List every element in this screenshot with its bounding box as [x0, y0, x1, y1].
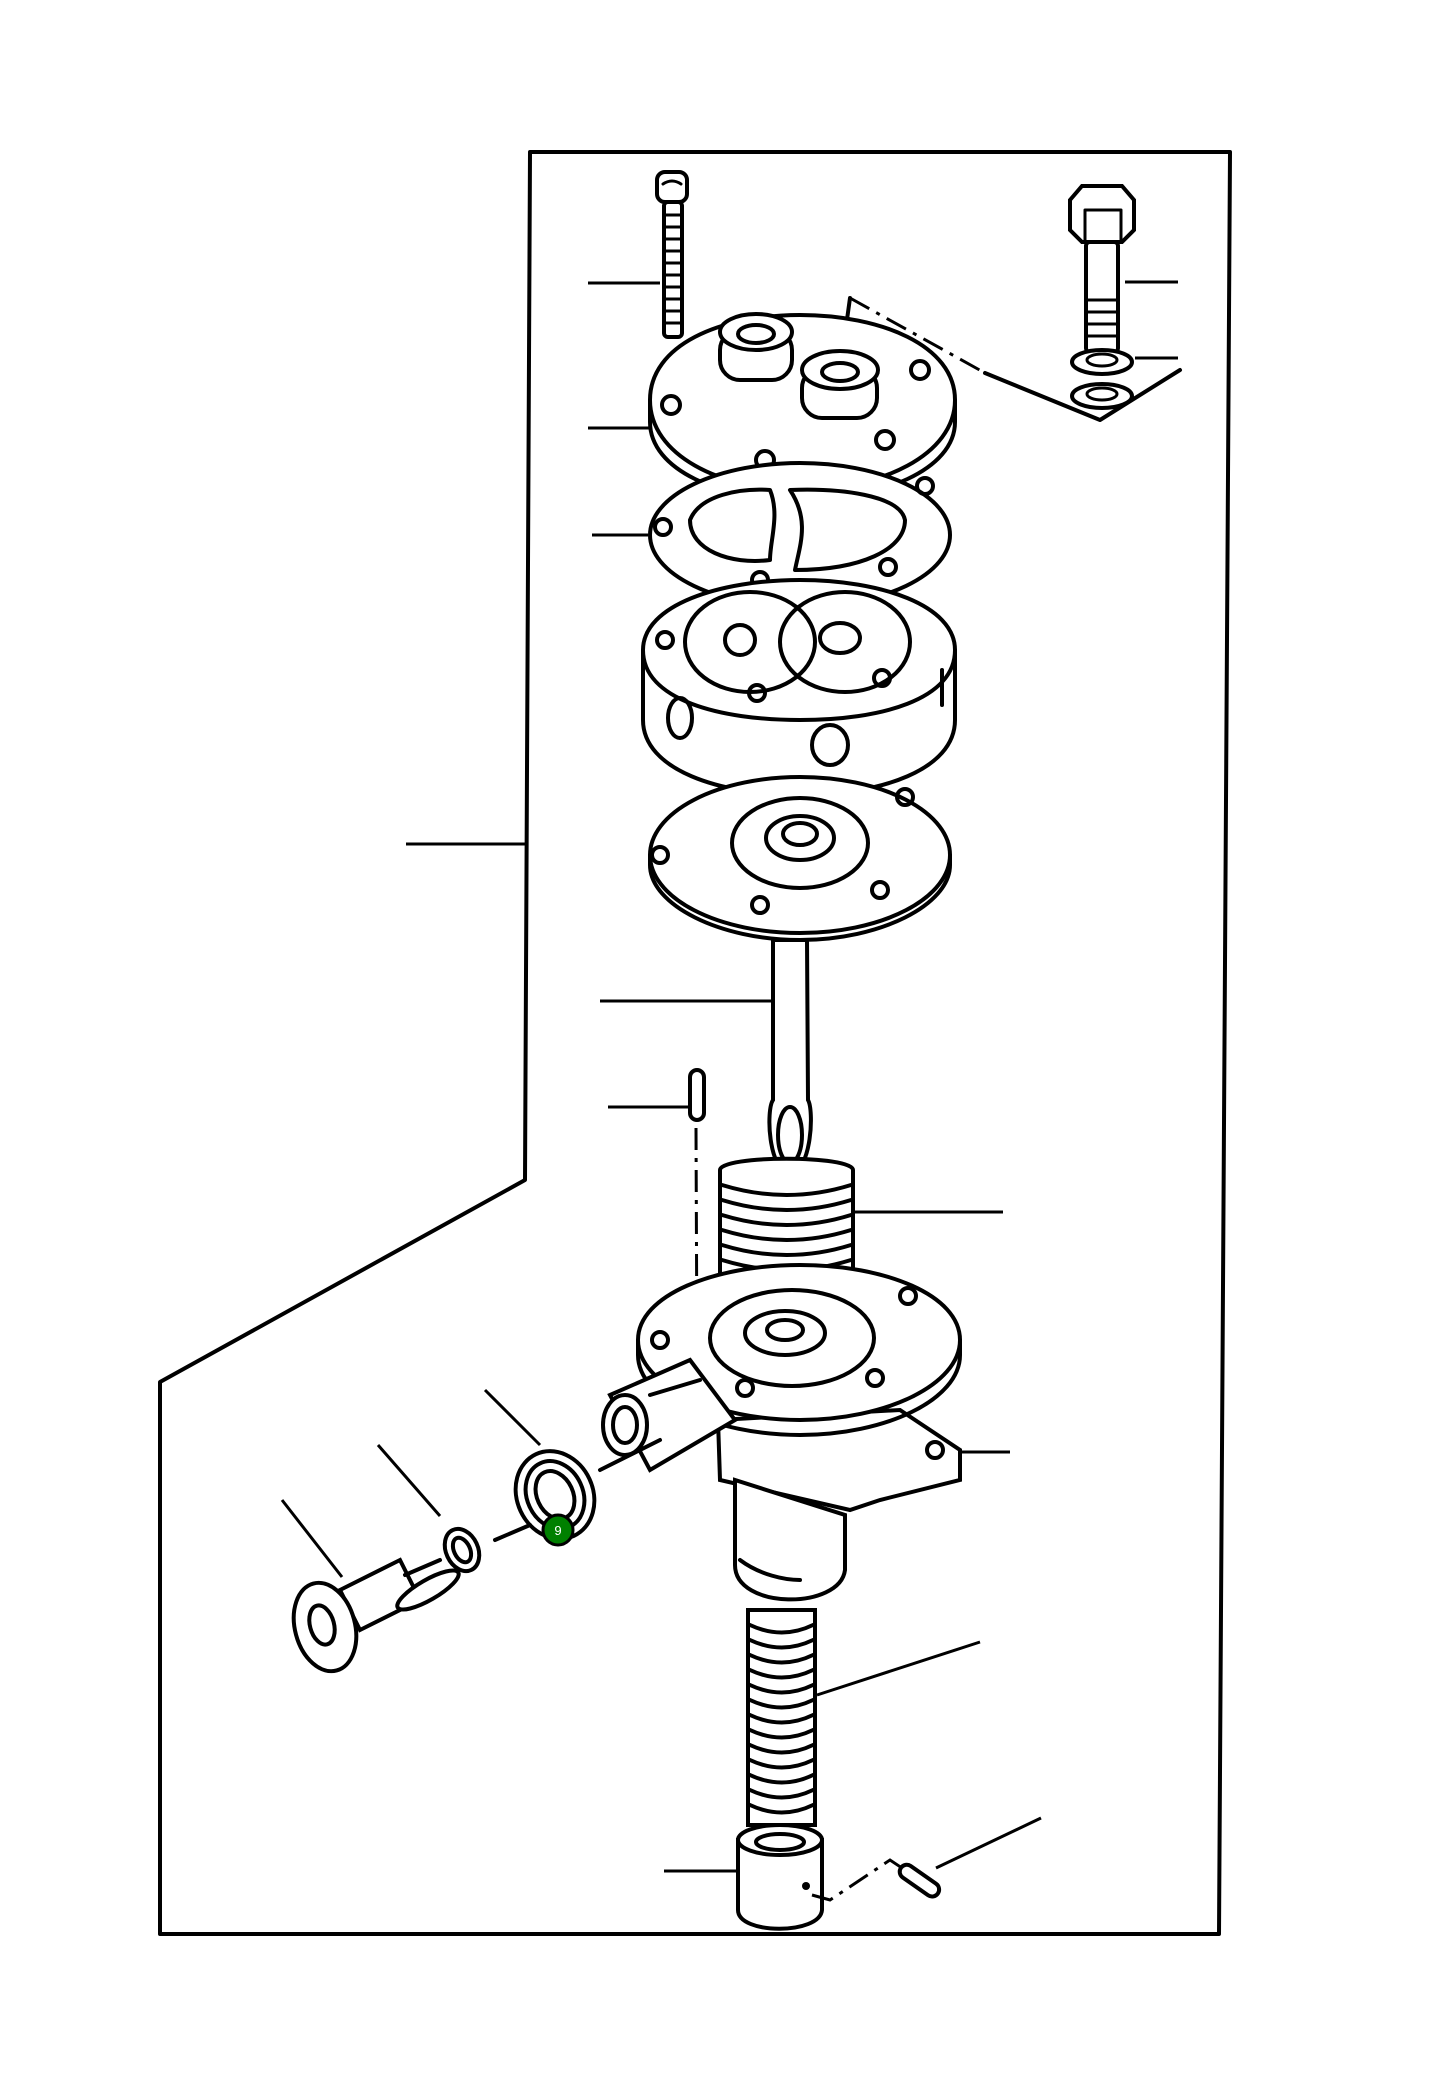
callout-9[interactable]: 9: [541, 1513, 575, 1547]
body: [641, 577, 957, 798]
callout-label: 9: [554, 1523, 561, 1538]
callout-markers: 9: [541, 1513, 575, 1547]
callout-circle[interactable]: [541, 1513, 575, 1547]
plug: [291, 1557, 461, 1674]
pushrod: [767, 938, 813, 1178]
base-flange: [635, 1262, 963, 1602]
stem-spring-leader: [816, 1640, 981, 1697]
o-ring: [442, 1526, 482, 1574]
hex-bolt: [1068, 184, 1136, 354]
bottom-cap: [736, 1823, 824, 1931]
plug-leader: [280, 1499, 344, 1578]
valve-clip-leader: [483, 1388, 542, 1447]
cap-screw: [655, 170, 689, 339]
leader-lines: [280, 280, 1178, 1873]
diaphragm-plate: [648, 775, 952, 942]
cotter-pin: [811, 1858, 942, 1902]
valve-clip: [493, 1438, 662, 1542]
cotter-pin-leader: [935, 1816, 1042, 1870]
assembly-frame: [158, 150, 1232, 1936]
side-port: [601, 1357, 738, 1473]
o-ring-leader: [376, 1444, 442, 1517]
stem-spring: [746, 1608, 817, 1827]
